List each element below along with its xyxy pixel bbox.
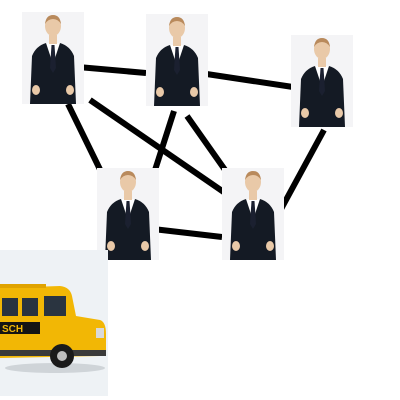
person-node-n2	[146, 14, 208, 106]
person-node-n3	[291, 35, 353, 127]
school-bus-image: SCH	[0, 250, 108, 396]
bus-window	[44, 296, 66, 316]
edge-n4-n5	[152, 226, 223, 240]
businessman-photo	[146, 14, 208, 106]
edges-layer	[65, 64, 327, 240]
nodes-layer	[22, 12, 353, 260]
person-node-n4	[97, 168, 159, 260]
businessman-photo	[222, 168, 284, 260]
businessman-photo	[97, 168, 159, 260]
person-node-n1	[22, 12, 84, 104]
edge-n1-n2	[77, 64, 147, 76]
bus-window	[2, 298, 18, 316]
person-node-n5	[222, 168, 284, 260]
businessman-photo	[291, 35, 353, 127]
edge-n1-n5	[88, 97, 230, 198]
edge-n2-n3	[199, 70, 294, 90]
businessman-photo	[22, 12, 84, 104]
bus-sign-text: SCH	[2, 324, 23, 335]
edge-n3-n5	[277, 128, 327, 213]
bus-window	[22, 298, 38, 316]
